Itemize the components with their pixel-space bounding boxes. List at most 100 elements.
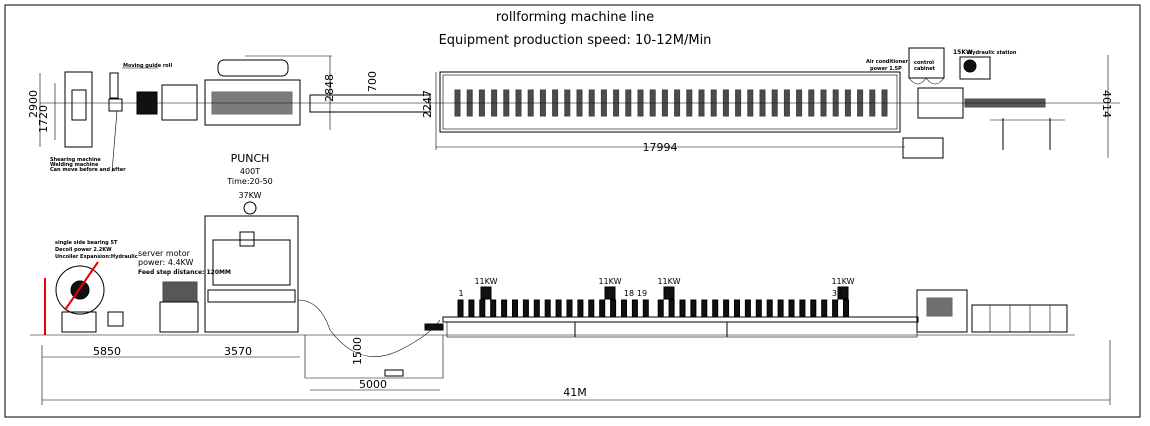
roll-stand-top [881,89,888,117]
roll-stand-side [766,299,773,318]
roll-stand-side [810,299,817,318]
roll-stand-top [588,89,595,117]
roll-stand-top [735,89,742,117]
motor-icon [604,286,616,300]
motor-label-3: 11KW [657,277,680,286]
label-moving-guide-roll: Moving guide roll [123,63,172,69]
roll-stand-top [625,89,632,117]
cutting-unit-side [916,289,968,333]
roll-stand-top [869,89,876,117]
motor-icon [837,286,849,300]
strip-loop [297,299,441,357]
roll-stand-top [637,89,644,117]
roll-stand-top [832,89,839,117]
roll-stand-top [503,89,510,117]
decoiler-spec-3: Uncoiler Expansion:Hydraulic [55,254,138,260]
roll-stand-side [821,299,828,318]
roll-stand-side [799,299,806,318]
drawing-frame [4,4,1141,418]
roll-stand-top [527,89,534,117]
roll-stand-top [674,89,681,117]
roll-stand-side [788,299,795,318]
roll-stand-side [544,299,551,318]
servo-spec-2: power: 4.4KW [138,258,194,267]
roll-stand-top [808,89,815,117]
roll-stand-side [610,299,617,318]
roll-stand-side [679,299,686,318]
dim-5850: 5850 [93,345,121,358]
roll-stand-top [796,89,803,117]
control-panel [902,137,944,159]
feeder-top [161,84,198,121]
roll-stand-side [566,299,573,318]
roll-stand-top [661,89,668,117]
roll-stand-side [843,299,849,318]
punch-press [204,201,299,333]
roll-stand-top [454,89,461,117]
roll-former-top [439,71,901,133]
servo-spec-1: server motor [138,249,191,258]
roll-stand-top [747,89,754,117]
roll-stand-side [588,299,595,318]
runout-table-top [964,98,1046,108]
sensor [424,323,444,331]
roll-stand-side [468,299,475,318]
roll-stand-side [642,299,649,318]
dim-3570: 3570 [224,345,252,358]
roll-stand-side [832,299,839,318]
label-control: control [914,60,934,66]
roll-stand-side [690,299,697,318]
roll-stand-top [576,89,583,117]
dim-2848: 2848 [323,74,336,102]
dim-total-length: 41M [563,386,587,399]
decoiler-top [39,71,93,148]
roll-stand-top [564,89,571,117]
cutting-unit-top [917,87,964,119]
station-36: 36 [832,289,842,298]
roll-stand-side [599,299,606,318]
dim-2247: 2247 [421,90,434,118]
roll-former-side [442,299,919,338]
roll-stand-side [723,299,730,318]
roll-stand-top [844,89,851,117]
roll-stand-side [621,299,627,318]
roll-stand-top [649,89,656,117]
servo-feeder [107,281,199,333]
punch-time: Time:20-50 [226,177,273,186]
motor-label-2: 11KW [598,277,621,286]
station-1: 1 [458,289,463,298]
strip-path [309,94,431,113]
roll-stand-side [657,299,664,318]
dim-700: 700 [366,71,379,92]
roll-stand-top [478,89,485,117]
roll-stand-top [600,89,607,117]
roll-stand-top [857,89,864,117]
roll-stand-side [577,299,584,318]
roll-stand-top [710,89,717,117]
side-view: PUNCH 400T Time:20-50 37KW single side b… [30,152,1111,405]
hydraulic-station [959,56,991,80]
roll-stand-top [552,89,559,117]
label-cabinet: cabinet [914,66,936,72]
roll-stands-top [454,89,888,117]
roll-stand-top [539,89,546,117]
guide-roll [109,72,119,99]
roll-stand-side [533,299,540,318]
roll-stand-side [734,299,740,318]
dim-1720: 1720 [37,105,50,133]
roll-stand-top [771,89,778,117]
dim-5000: 5000 [359,378,387,391]
title-line2: Equipment production speed: 10-12M/Min [439,33,712,48]
dim-4014: 4014 [1100,90,1113,118]
station-18: 18 [624,289,634,298]
shear-welder [108,98,123,112]
label-15kw: 15KW [953,49,973,56]
control-cabinet [908,47,945,79]
punch-top [204,59,301,126]
roll-stand-side [668,299,675,318]
roll-stand-top [613,89,620,117]
title-line1: rollforming machine line [496,10,654,25]
label-air-conditioner: Air conditioner [866,59,909,65]
label-hydraulic-station: Hydraulic station [968,50,1017,56]
